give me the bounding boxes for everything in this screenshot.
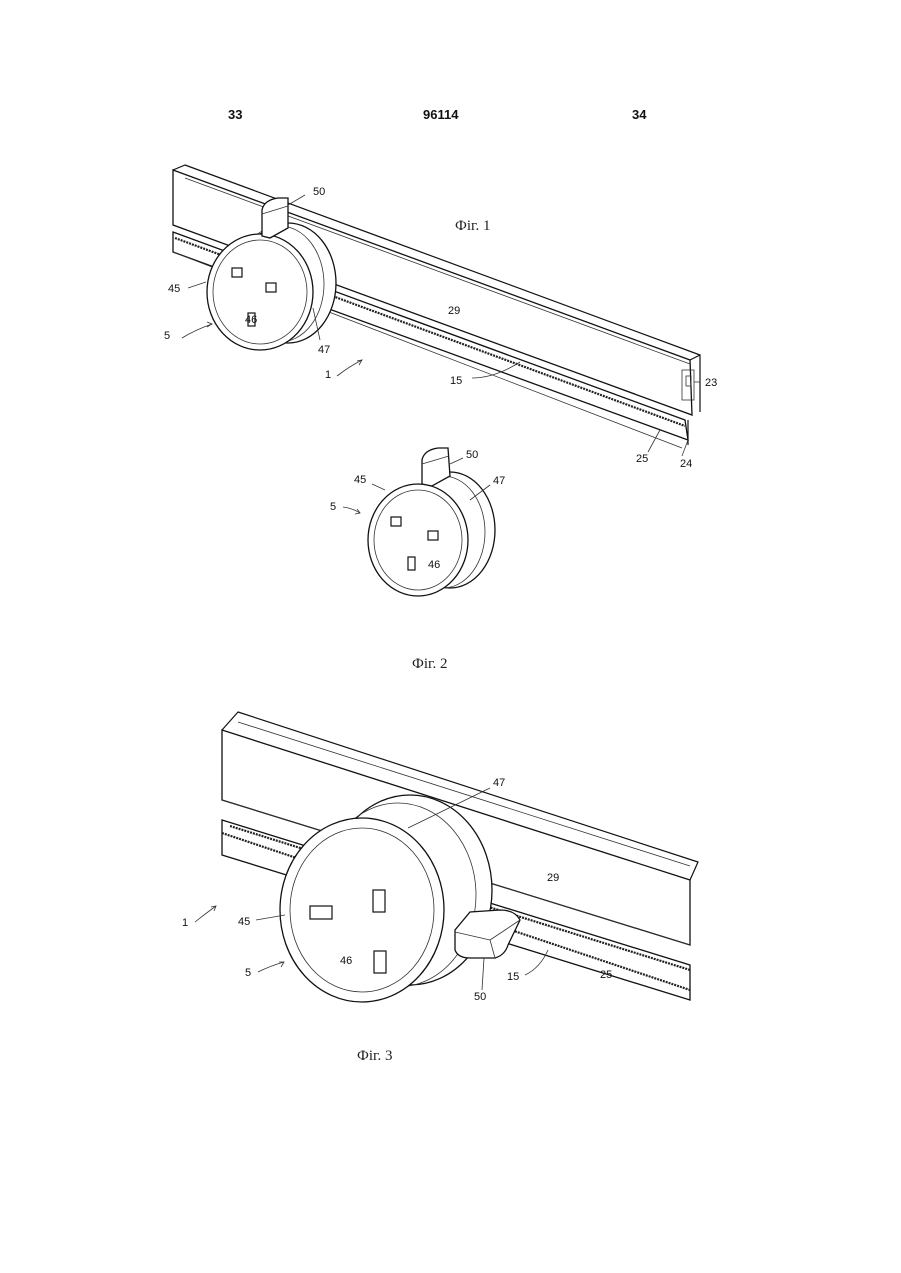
fig1-ref-25: 25 <box>636 453 648 465</box>
fig1-ref-47: 47 <box>318 344 330 356</box>
fig1-caption: Фіг. 1 <box>455 218 490 234</box>
fig3-ref-1: 1 <box>182 917 188 929</box>
fig2-ref-46: 46 <box>428 559 440 571</box>
fig3-ref-47: 47 <box>493 777 505 789</box>
fig2-ref-47: 47 <box>493 475 505 487</box>
fig1-ref-23: 23 <box>705 377 717 389</box>
fig2-ref-5: 5 <box>330 501 336 513</box>
fig1-ref-45: 45 <box>168 283 180 295</box>
fig1-ref-46: 46 <box>245 314 257 326</box>
figure-2: 50 45 47 5 46 Фіг. 2 <box>330 448 505 672</box>
fig3-ref-15: 15 <box>507 971 519 983</box>
fig1-ref-15: 15 <box>450 375 462 387</box>
fig3-ref-46: 46 <box>340 955 352 967</box>
fig2-caption: Фіг. 2 <box>412 656 447 672</box>
figure-3: 47 29 1 45 5 46 15 25 50 Фіг. 3 <box>182 712 698 1064</box>
fig1-ref-29: 29 <box>448 305 460 317</box>
fig2-ref-45: 45 <box>354 474 366 486</box>
fig3-ref-29: 29 <box>547 872 559 884</box>
fig3-ref-45: 45 <box>238 916 250 928</box>
fig3-ref-25: 25 <box>600 969 612 981</box>
fig1-ref-1: 1 <box>325 369 331 381</box>
fig2-ref-50: 50 <box>466 449 478 461</box>
fig3-caption: Фіг. 3 <box>357 1048 392 1064</box>
fig3-ref-50: 50 <box>474 991 486 1003</box>
fig1-ref-24: 24 <box>680 458 692 470</box>
fig1-ref-5: 5 <box>164 330 170 342</box>
fig1-ref-50: 50 <box>313 186 325 198</box>
fig2-socket-unit <box>368 448 495 596</box>
fig3-ref-5: 5 <box>245 967 251 979</box>
figure-1: 50 45 46 5 47 29 1 15 23 25 24 Фіг. 1 <box>164 165 717 470</box>
